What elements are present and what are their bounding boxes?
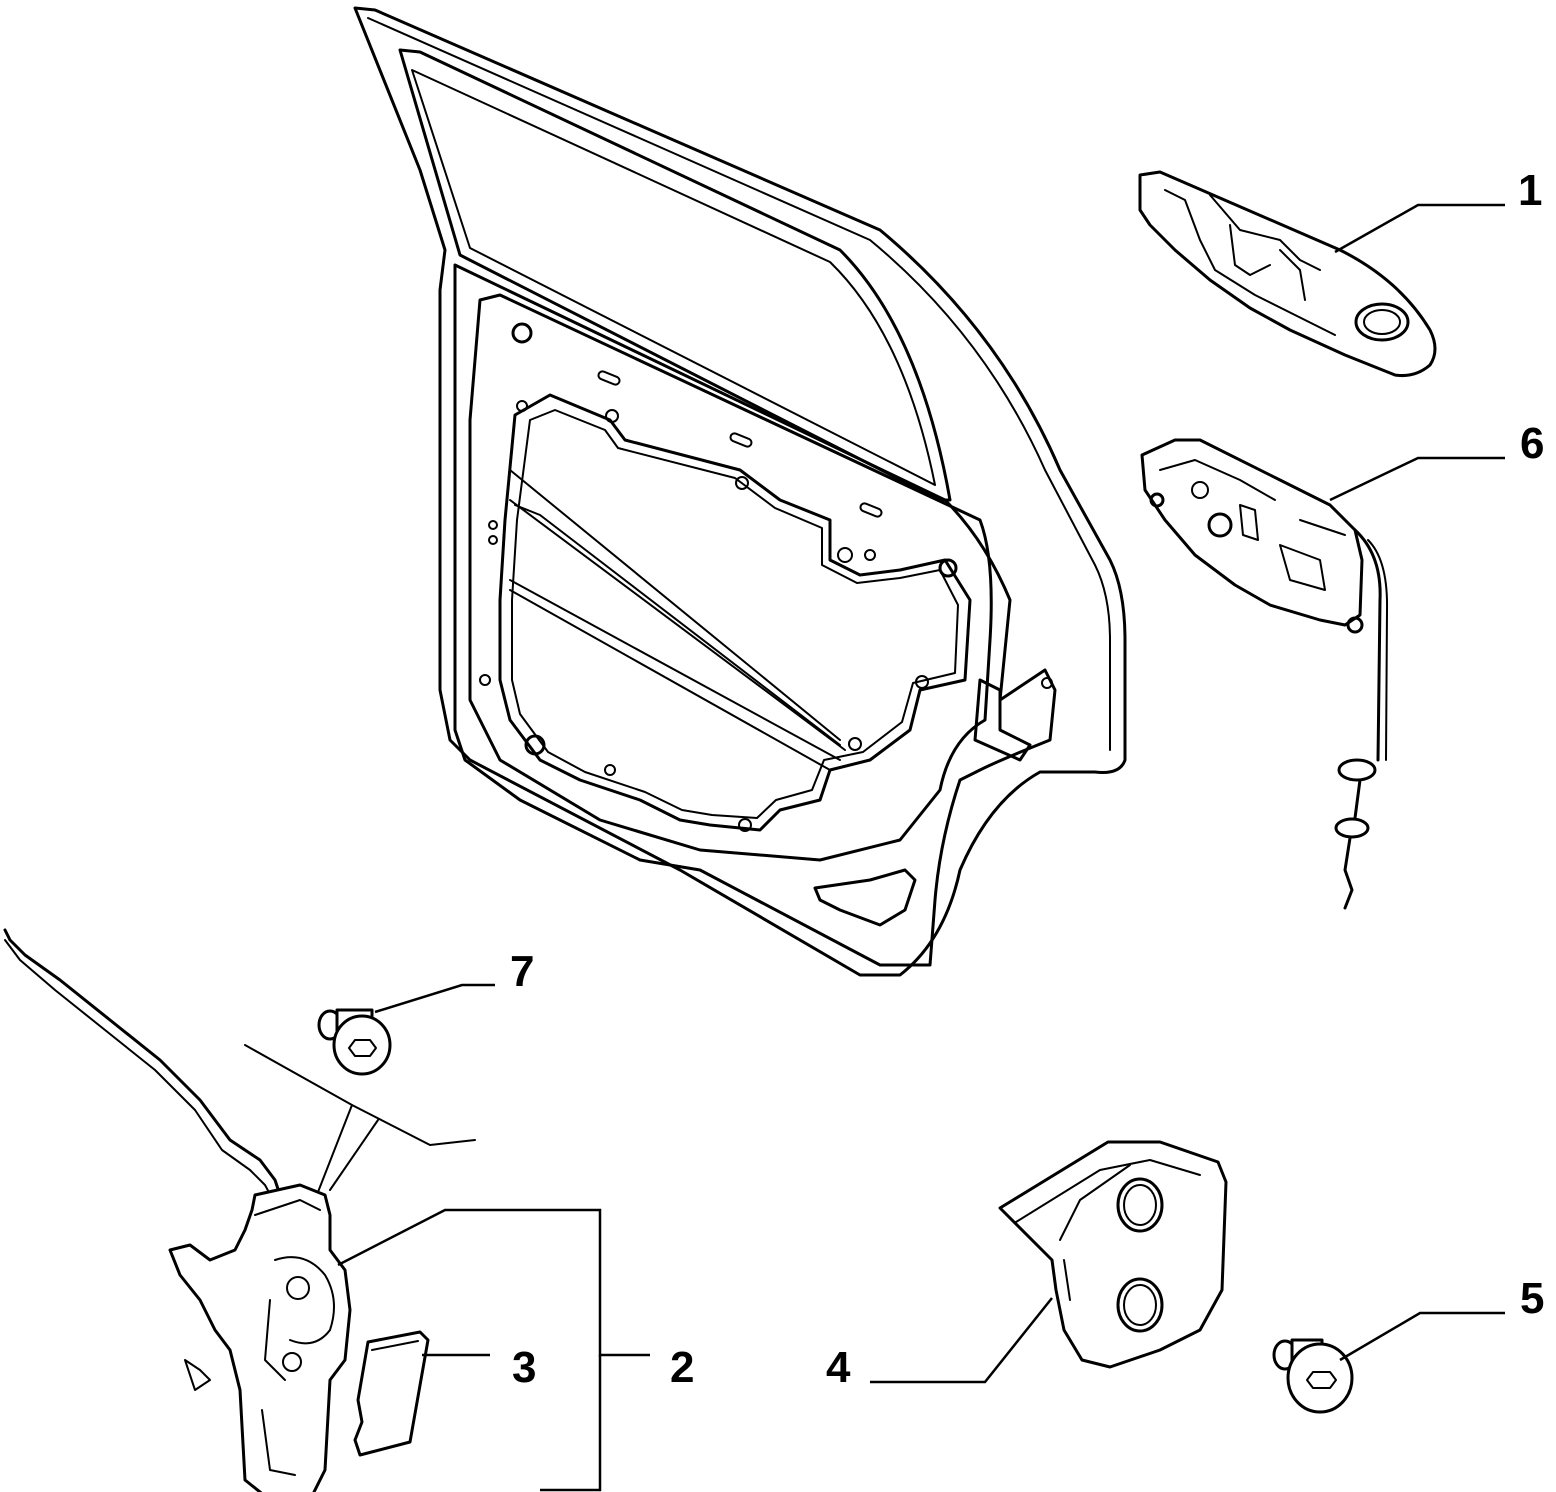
callout-1: 1 (1518, 166, 1542, 215)
leader-2-bracket (540, 1355, 602, 1492)
leader-7 (374, 983, 495, 1014)
callout-2: 2 (670, 1343, 694, 1392)
leader-2 (337, 1208, 650, 1357)
leader-6 (1329, 456, 1505, 502)
callout-6: 6 (1520, 419, 1544, 468)
leader-4 (870, 1297, 1053, 1384)
callout-numbers: 1 2 3 4 5 6 7 (510, 166, 1544, 1392)
part-6-inner-handle-with-cable (1140, 438, 1389, 910)
callout-7: 7 (510, 947, 534, 996)
leader-1 (1334, 203, 1505, 254)
leader-lines (337, 203, 1505, 1492)
part-3-cover-plate (353, 1330, 430, 1457)
part-2-door-lock-with-cable (3, 928, 476, 1492)
part-1-outer-handle-bracket (1138, 170, 1437, 377)
callout-3: 3 (512, 1343, 536, 1392)
part-5-bolt (1272, 1338, 1354, 1414)
callout-4: 4 (826, 1343, 851, 1392)
rear-door-shell (353, 6, 1127, 977)
callout-5: 5 (1520, 1274, 1544, 1323)
part-7-bolt (317, 1008, 392, 1076)
leader-5 (1339, 1311, 1505, 1362)
part-4-striker-bracket (998, 1140, 1228, 1369)
